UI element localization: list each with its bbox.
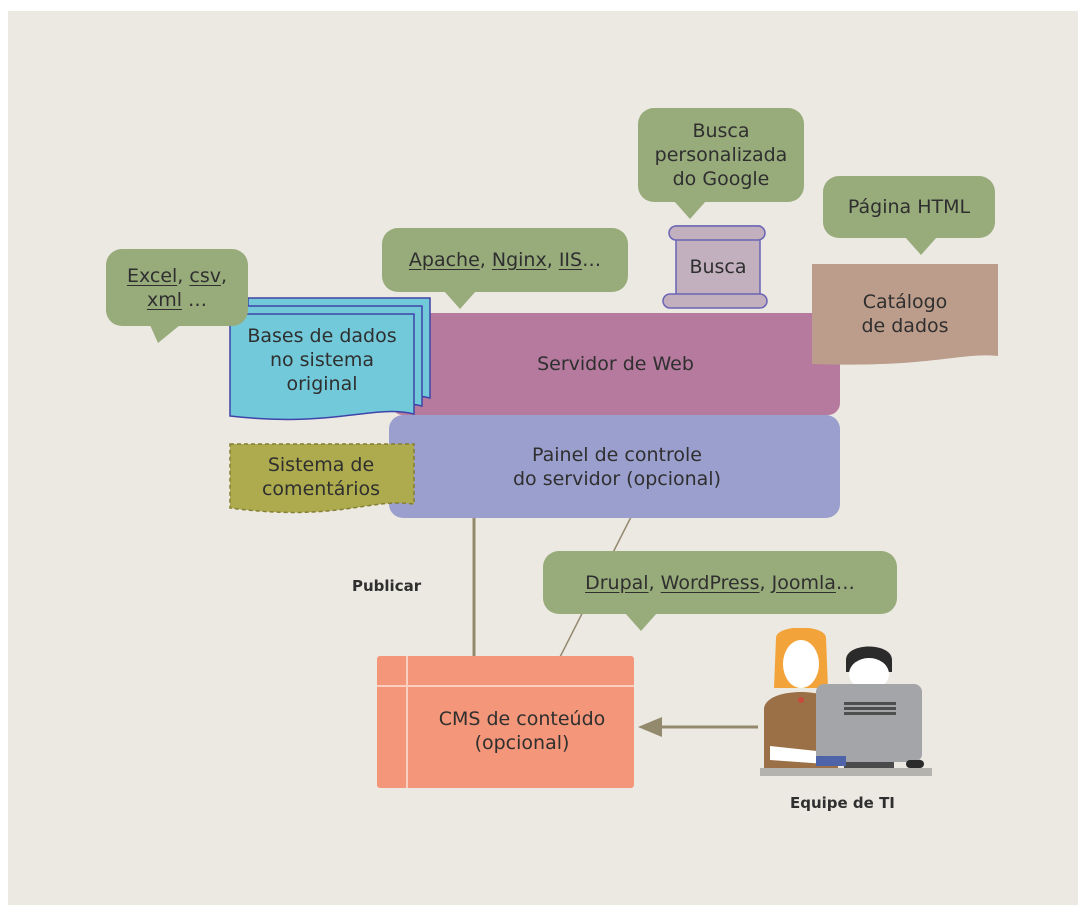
formats-bubble: Excel, csv, xml …: [106, 249, 248, 343]
google-line3: do Google: [672, 168, 770, 190]
catalogo-doc-icon: [812, 264, 998, 365]
catalogo-line2: de dados: [861, 315, 949, 337]
cms-divider-h: [377, 685, 634, 687]
catalogo-label: Catálogo de dados: [812, 284, 998, 344]
equipe-label: Equipe de TI: [790, 794, 895, 812]
google-line1: Busca: [692, 120, 750, 142]
arrow-head-icon: [638, 717, 662, 737]
servers-line: Apache, Nginx, IIS…: [408, 249, 602, 271]
bases-line1: Bases de dados: [247, 325, 397, 347]
cms-divider-v: [406, 656, 408, 788]
comentarios-line2: comentários: [261, 478, 381, 500]
painel-controle-box: Painel de controle do servidor (opcional…: [389, 415, 840, 518]
servidor-web-box: Servidor de Web: [391, 313, 840, 415]
bases-dados-label: Bases de dados no sistema original: [230, 318, 414, 402]
google-line2: personalizada: [654, 144, 788, 166]
catalogo-line1: Catálogo: [862, 291, 948, 313]
server-iis: IIS: [558, 249, 583, 271]
bases-dados-stack-icon: [229, 297, 431, 421]
html-label: Página HTML: [847, 196, 971, 218]
cms-box: [377, 656, 634, 788]
bases-line3: original: [286, 373, 358, 395]
cms-label: CMS de conteúdo (opcional): [410, 700, 634, 762]
cms-drupal: Drupal: [585, 571, 649, 594]
formats-line1: Excel, csv,: [126, 264, 228, 287]
it-team-icon: [760, 628, 932, 776]
formats-line2: xml …: [146, 288, 208, 311]
busca-label: Busca: [689, 256, 747, 278]
google-bubble: Busca personalizada do Google: [638, 108, 804, 219]
comentarios-label: Sistema de comentários: [236, 450, 406, 504]
comentarios-line1: Sistema de: [267, 454, 375, 476]
cms-joomla: Joomla: [771, 571, 836, 594]
painel-label-line1: Painel de controle: [532, 443, 702, 466]
cms-wordpress: WordPress: [660, 571, 760, 594]
painel-label-line2: do servidor (opcional): [512, 467, 721, 490]
publicar-label: Publicar: [352, 577, 422, 595]
format-xml: xml: [146, 288, 182, 311]
bases-line2: no sistema: [269, 349, 375, 371]
html-bubble: Página HTML: [823, 176, 995, 255]
busca-label-box: Busca: [676, 244, 760, 290]
servidor-web-label: Servidor de Web: [537, 353, 694, 375]
format-csv: csv: [189, 264, 221, 287]
format-excel: Excel: [126, 264, 178, 287]
cms-line1: CMS de conteúdo: [438, 708, 606, 730]
server-apache: Apache: [408, 249, 480, 271]
servers-bubble: Apache, Nginx, IIS…: [382, 228, 628, 309]
server-nginx: Nginx: [491, 249, 547, 271]
cms-options-bubble: Drupal, WordPress, Joomla…: [543, 551, 897, 631]
cms-options-line: Drupal, WordPress, Joomla…: [585, 571, 855, 594]
busca-scroll-icon: [662, 225, 768, 309]
cms-line2: (opcional): [474, 732, 570, 754]
comentarios-shape-icon: [229, 443, 415, 514]
